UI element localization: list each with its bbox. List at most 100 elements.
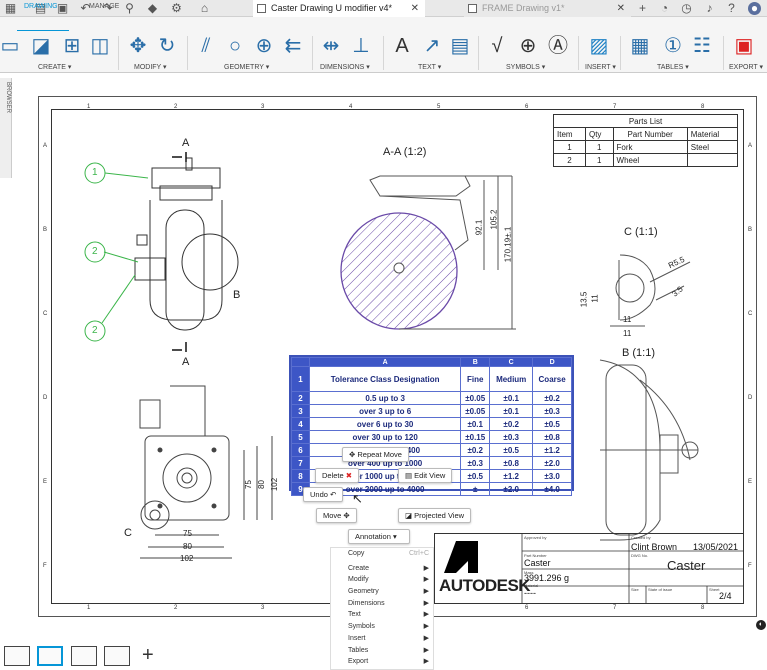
group-create[interactable]: CREATE ▾ — [38, 64, 72, 71]
dimension-text[interactable]: 13.5 — [579, 291, 589, 308]
cell[interactable]: 0.5 up to 3 — [308, 391, 462, 405]
cell[interactable]: ±3.0 — [532, 469, 572, 483]
row-number[interactable]: 1 — [291, 366, 310, 392]
group-export[interactable]: EXPORT ▾ — [729, 64, 763, 71]
balloon-icon[interactable]: ① — [664, 35, 682, 57]
tab-drawing[interactable]: DRAWING — [24, 3, 58, 10]
pdf-export-icon[interactable]: ▣ — [734, 35, 754, 57]
sheet-thumbnail-active[interactable] — [37, 646, 63, 666]
menu-item-geometry[interactable]: Geometry▶ — [331, 586, 433, 598]
dimension-text[interactable]: 80 — [183, 542, 192, 551]
annotation-dropdown[interactable]: Annotation ▾ — [348, 529, 410, 544]
group-tables[interactable]: TABLES ▾ — [657, 64, 689, 71]
leader-icon[interactable]: ↗ — [423, 35, 441, 57]
cell[interactable]: ±0.5 — [460, 469, 491, 483]
dimension-text[interactable]: 92.1 — [474, 219, 484, 236]
undo-button[interactable]: Undo ↶ — [303, 487, 344, 502]
link-icon[interactable]: ⚲ — [125, 1, 134, 15]
tab-manage[interactable]: MANAGE — [89, 3, 120, 10]
dimension-text[interactable]: 11 — [623, 329, 632, 338]
repeat-move-button[interactable]: ✥ Repeat Move — [342, 447, 409, 462]
column-header[interactable]: A — [308, 357, 462, 367]
row-number[interactable]: 4 — [291, 417, 310, 431]
help-icon[interactable]: ? — [728, 1, 735, 15]
notifications-icon[interactable]: ♪ — [706, 1, 713, 15]
centermark-icon[interactable]: ⊕ — [255, 35, 273, 57]
navigation-icon[interactable]: ◐ — [756, 620, 766, 630]
insert-image-icon[interactable]: ▨ — [589, 35, 609, 57]
menu-item-symbols[interactable]: Symbols▶ — [331, 621, 433, 633]
cell[interactable]: over 30 up to 120 — [308, 430, 462, 444]
grid-menu-icon[interactable]: ▦ — [4, 1, 17, 15]
cell[interactable]: ±0.8 — [532, 430, 572, 444]
note-icon[interactable]: ▤ — [450, 35, 470, 57]
column-header[interactable]: C — [489, 357, 534, 367]
undo-icon[interactable]: ↶ — [80, 1, 91, 15]
row-number[interactable]: 6 — [291, 443, 310, 457]
menu-item-modify[interactable]: Modify▶ — [331, 574, 433, 586]
section-view-icon[interactable]: ⊞ — [63, 35, 81, 57]
surface-texture-icon[interactable]: √ — [491, 35, 503, 57]
table-row[interactable]: 1 1 Fork Steel — [553, 140, 739, 154]
cell[interactable]: ±0.2 — [460, 443, 491, 457]
balloon[interactable] — [84, 241, 106, 263]
home-icon[interactable]: ⌂ — [200, 1, 209, 15]
datum-icon[interactable]: Ⓐ — [548, 35, 568, 57]
group-dimensions[interactable]: DIMENSIONS ▾ — [320, 64, 370, 71]
extensions-icon[interactable]: ◔ — [660, 1, 669, 15]
feature-control-icon[interactable]: ⊕ — [519, 35, 537, 57]
dimension-text[interactable]: 105.2 — [489, 209, 499, 230]
clock-icon[interactable]: ◷ — [681, 1, 692, 15]
cell[interactable]: ±2.0 — [489, 482, 534, 496]
cell[interactable]: ±0.5 — [532, 417, 572, 431]
cell[interactable]: ±2.0 — [532, 456, 572, 470]
menu-item-create[interactable]: Create▶ — [331, 563, 433, 575]
tab-caster-drawing[interactable]: Caster Drawing U modifier v4*✕ — [253, 0, 425, 17]
move-icon[interactable]: ✥ — [129, 35, 147, 57]
menu-item-text[interactable]: Text▶ — [331, 609, 433, 621]
row-number[interactable]: 3 — [291, 404, 310, 418]
delete-button[interactable]: Delete ✖ — [315, 468, 360, 483]
table-header-cell[interactable]: Medium — [489, 366, 534, 392]
cell[interactable]: ±0.1 — [489, 391, 534, 405]
cell[interactable]: over 6 up to 30 — [308, 417, 462, 431]
cell[interactable]: ±0.3 — [460, 456, 491, 470]
menu-item-tables[interactable]: Tables▶ — [331, 645, 433, 657]
balloon[interactable] — [84, 162, 106, 184]
sheet-thumbnail[interactable] — [71, 646, 97, 666]
group-text[interactable]: TEXT ▾ — [418, 64, 442, 71]
dimension-icon[interactable]: ⇹ — [322, 35, 340, 57]
add-sheet-icon[interactable]: + — [142, 644, 154, 666]
close-icon[interactable]: ✕ — [410, 3, 419, 14]
cell[interactable]: ±0.1 — [489, 404, 534, 418]
menu-item-export[interactable]: Export▶ — [331, 656, 433, 668]
file-icon[interactable]: ▤ — [34, 1, 47, 15]
line-icon[interactable]: ⫽ — [201, 35, 211, 57]
group-symbols[interactable]: SYMBOLS ▾ — [506, 64, 546, 71]
detail-view-icon[interactable]: ◫ — [90, 35, 110, 57]
balloon[interactable] — [84, 320, 106, 342]
dimension-text[interactable]: 170.19±.1 — [503, 226, 513, 263]
dimension-text[interactable]: 75 — [243, 480, 253, 489]
settings-icon[interactable]: ⚙ — [171, 1, 182, 15]
group-geometry[interactable]: GEOMETRY ▾ — [224, 64, 270, 71]
row-number[interactable]: 2 — [291, 391, 310, 405]
edit-view-button[interactable]: ▤ Edit View — [398, 468, 453, 483]
tab-frame-drawing[interactable]: FRAME Drawing v1*✕ — [464, 0, 631, 17]
new-tab-icon[interactable]: + — [638, 1, 646, 15]
sheet-thumbnail[interactable] — [104, 646, 130, 666]
cell[interactable]: ±0.05 — [460, 404, 491, 418]
cell[interactable]: ±0.05 — [460, 391, 491, 405]
detail-view-c[interactable] — [610, 254, 691, 327]
base-view-icon[interactable]: ▭ — [0, 35, 20, 57]
move-button[interactable]: Move ✥ — [316, 508, 357, 523]
cell[interactable]: ±0.5 — [489, 443, 534, 457]
front-view[interactable] — [139, 385, 273, 559]
save-icon[interactable]: ▣ — [56, 1, 69, 15]
cell[interactable]: ±1.2 — [532, 443, 572, 457]
cell[interactable]: ± — [460, 482, 491, 496]
